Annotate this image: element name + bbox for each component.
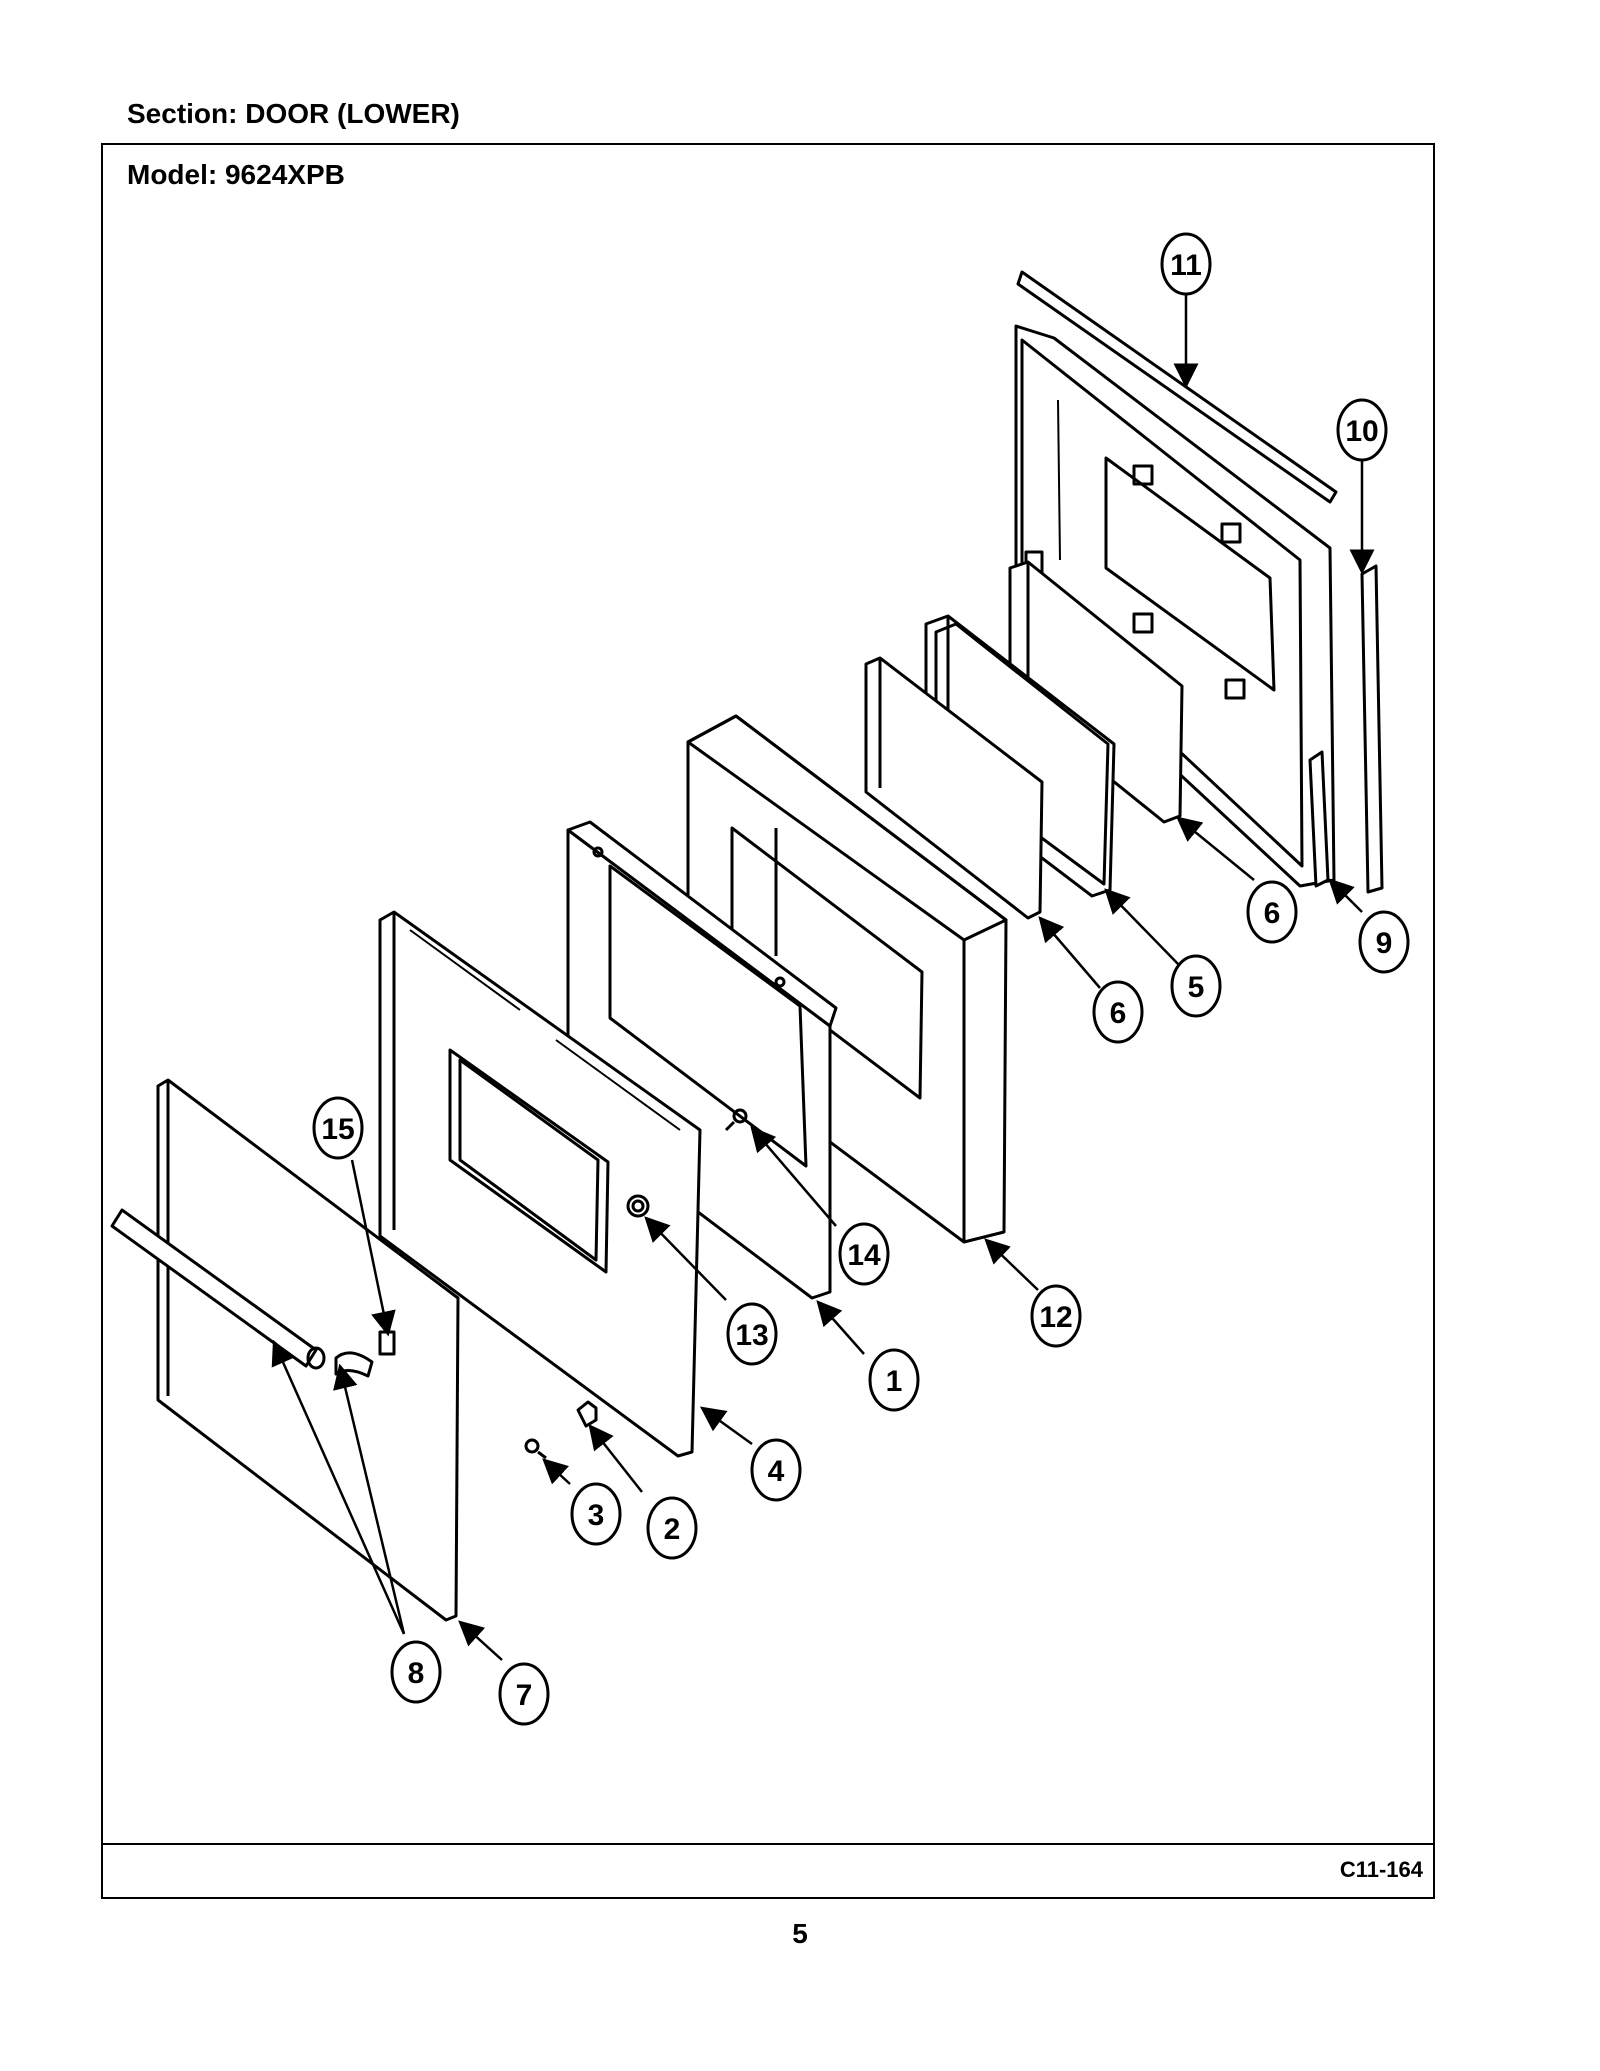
- callout-5: 5: [1188, 971, 1205, 1004]
- part-10-side-trim: [1360, 564, 1384, 894]
- part-6-front-glass: [864, 656, 1044, 920]
- part-4-outer-panel: [378, 910, 702, 1458]
- callout-3: 3: [588, 1499, 605, 1532]
- callout-9: 9: [1376, 927, 1393, 960]
- part-12-insulation: [686, 714, 1008, 1244]
- callout-11: 11: [1170, 249, 1202, 282]
- model-title: Model: 9624XPB: [127, 159, 345, 190]
- callout-6-front: 6: [1110, 997, 1127, 1030]
- callout-4: 4: [768, 1455, 785, 1488]
- diagram-code: C11-164: [1339, 1857, 1423, 1882]
- callout-15: 15: [321, 1113, 354, 1146]
- callout-6-rear: 6: [1264, 897, 1281, 930]
- part-8-handle: [110, 1208, 374, 1378]
- part-15-switch: [378, 1330, 396, 1356]
- page-number: 5: [792, 1918, 808, 1949]
- callout-13: 13: [735, 1319, 768, 1352]
- part-9-side-strip: [1308, 750, 1330, 888]
- callout-10: 10: [1345, 415, 1378, 448]
- frame-footer: C11-164: [103, 1843, 1433, 1897]
- callout-8: 8: [408, 1657, 425, 1690]
- part-2-clip: [576, 1400, 598, 1428]
- part-1-inner-liner: [566, 820, 838, 1300]
- diagram-frame: Model: 9624XPB C11-164: [101, 143, 1435, 1899]
- part-14-screw: [724, 1108, 748, 1132]
- callout-14: 14: [847, 1239, 881, 1272]
- callout-7: 7: [516, 1679, 533, 1712]
- callout-2: 2: [664, 1513, 681, 1546]
- section-title: Section: DOOR (LOWER): [127, 98, 460, 129]
- callout-1: 1: [886, 1365, 903, 1398]
- part-3-screw: [524, 1438, 547, 1460]
- callout-12: 12: [1039, 1301, 1072, 1334]
